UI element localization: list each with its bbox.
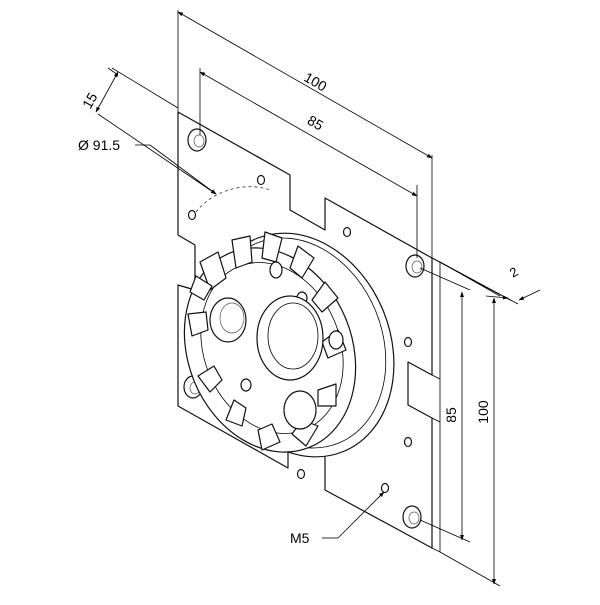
dim-label-100-top: 100 (301, 69, 329, 95)
dim-label-100-right: 100 (475, 400, 491, 424)
dim-diameter-leader (135, 144, 217, 195)
dim-85-top (199, 68, 418, 258)
corner-hole-top-right (405, 254, 425, 278)
dim-2 (431, 257, 541, 305)
dim-label-m5: M5 (290, 530, 310, 546)
dim-label-85-right: 85 (443, 407, 459, 423)
dim-label-85-top: 85 (305, 112, 327, 134)
dim-label-diameter: Ø 91.5 (78, 137, 120, 153)
center-bore (256, 295, 324, 381)
dim-label-2: 2 (507, 264, 521, 281)
dim-m5-leader (322, 491, 385, 539)
dim-label-15: 15 (79, 90, 101, 112)
ring-adapter (183, 231, 395, 458)
dim-100-right (439, 261, 501, 587)
dim-85-right (419, 267, 471, 543)
dim-15 (95, 67, 217, 195)
corner-hole-bottom-right (402, 505, 422, 529)
corner-hole-top-left (187, 128, 207, 152)
